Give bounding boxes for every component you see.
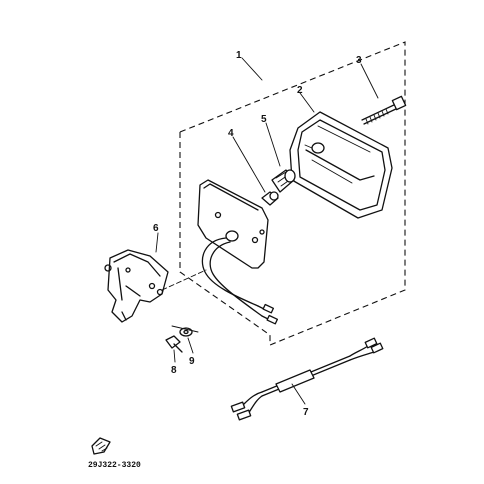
- tail-light-bracket: [104, 249, 169, 323]
- assembly-outline: [179, 41, 406, 346]
- tail-light-housing: [289, 111, 393, 219]
- leader-lines: [155, 57, 379, 405]
- bulb: [271, 169, 296, 193]
- bulb-socket: [261, 191, 279, 206]
- socket-wires: [201, 237, 279, 325]
- callout-6: 6: [153, 223, 159, 234]
- callout-5: 5: [261, 114, 267, 125]
- callout-9: 9: [189, 356, 195, 367]
- direction-mark-icon: [91, 437, 111, 455]
- base-plate: [197, 179, 269, 269]
- alignment-lines: [161, 269, 207, 333]
- callout-2: 2: [297, 85, 303, 96]
- mounting-screw: [361, 95, 407, 125]
- callout-1: 1: [236, 50, 242, 61]
- callout-3: 3: [356, 55, 362, 66]
- bolt: [165, 335, 183, 353]
- callout-4: 4: [228, 128, 234, 139]
- callout-7: 7: [303, 407, 309, 418]
- wire-harness: [230, 337, 384, 421]
- drawing-code: 29J322-3320: [88, 461, 141, 470]
- callout-8: 8: [171, 365, 177, 376]
